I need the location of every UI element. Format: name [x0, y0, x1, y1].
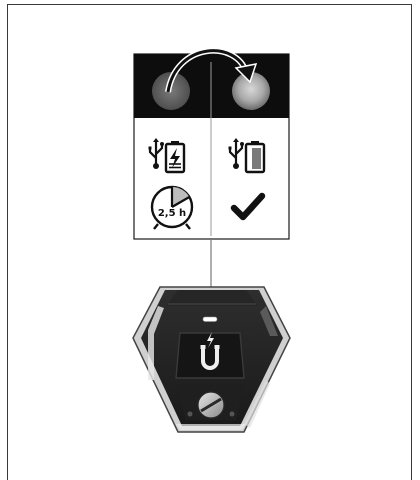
small-screw-right: [230, 412, 235, 417]
white-led: [203, 317, 217, 322]
device-housing: [133, 287, 290, 432]
small-screw-left: [188, 412, 193, 417]
slotted-screw-icon: [198, 392, 224, 418]
status-panel: 2,5 h: [134, 51, 289, 239]
clock-icon: 2,5 h: [152, 187, 192, 229]
duration-label: 2,5 h: [158, 208, 186, 219]
